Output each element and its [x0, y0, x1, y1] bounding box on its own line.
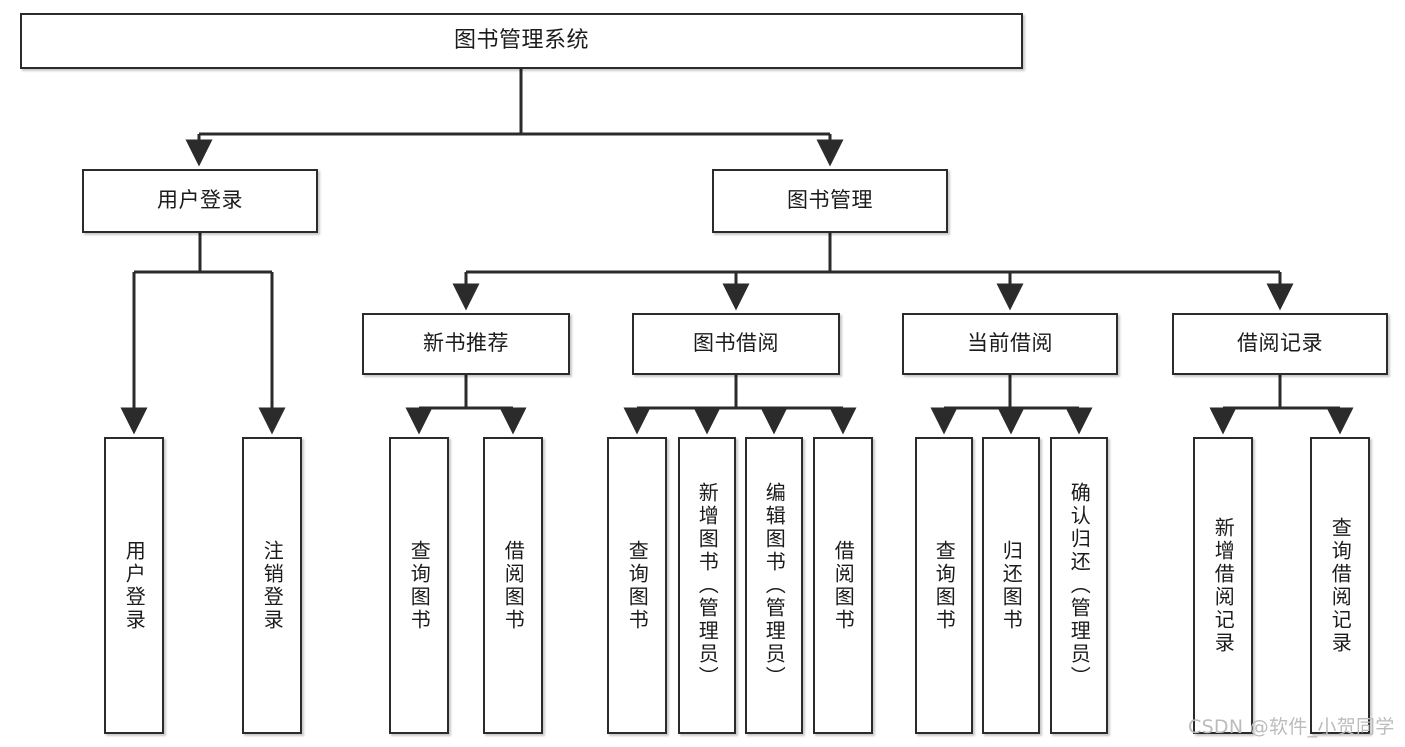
- leaf-logout[interactable]: 注销登录: [242, 437, 302, 734]
- node-root[interactable]: 图书管理系统: [20, 13, 1023, 69]
- leaf-query-book-bb-label: 查询图书: [625, 539, 650, 632]
- leaf-user-login[interactable]: 用户登录: [104, 437, 164, 734]
- node-new-book-recommend-label: 新书推荐: [423, 331, 509, 356]
- leaf-borrow-book-bb-label: 借阅图书: [831, 539, 856, 632]
- node-book-borrow[interactable]: 图书借阅: [632, 313, 840, 375]
- leaf-borrow-book-nbr-label: 借阅图书: [501, 539, 526, 632]
- leaf-query-book-nbr[interactable]: 查询图书: [389, 437, 449, 734]
- leaf-query-borrow-record[interactable]: 查询借阅记录: [1310, 437, 1370, 734]
- node-current-borrow-label: 当前借阅: [967, 331, 1053, 356]
- node-root-label: 图书管理系统: [453, 27, 589, 53]
- leaf-add-book-admin-label: 新增图书（管理员）: [695, 482, 720, 689]
- leaf-return-book-label: 归还图书: [999, 539, 1024, 632]
- node-borrow-record-label: 借阅记录: [1237, 331, 1323, 356]
- node-user-login-label: 用户登录: [157, 188, 243, 213]
- node-book-management[interactable]: 图书管理: [712, 169, 948, 233]
- leaf-add-borrow-record[interactable]: 新增借阅记录: [1193, 437, 1253, 734]
- leaf-confirm-return-admin[interactable]: 确认归还（管理员）: [1050, 437, 1108, 734]
- leaf-query-book-bb[interactable]: 查询图书: [607, 437, 667, 734]
- leaf-query-borrow-record-label: 查询借阅记录: [1328, 516, 1353, 655]
- leaf-borrow-book-bb[interactable]: 借阅图书: [813, 437, 873, 734]
- leaf-add-borrow-record-label: 新增借阅记录: [1211, 516, 1236, 655]
- leaf-confirm-return-admin-label: 确认归还（管理员）: [1067, 482, 1092, 689]
- leaf-query-book-cb[interactable]: 查询图书: [915, 437, 973, 734]
- node-borrow-record[interactable]: 借阅记录: [1172, 313, 1388, 375]
- node-book-borrow-label: 图书借阅: [693, 331, 779, 356]
- leaf-query-book-cb-label: 查询图书: [932, 539, 957, 632]
- node-new-book-recommend[interactable]: 新书推荐: [362, 313, 570, 375]
- node-user-login[interactable]: 用户登录: [82, 169, 318, 233]
- leaf-edit-book-admin-label: 编辑图书（管理员）: [762, 482, 787, 689]
- leaf-logout-label: 注销登录: [260, 539, 285, 632]
- leaf-user-login-label: 用户登录: [122, 539, 147, 632]
- leaf-return-book[interactable]: 归还图书: [982, 437, 1040, 734]
- csdn-watermark: CSDN @软件_小贺同学: [1188, 716, 1395, 738]
- leaf-borrow-book-nbr[interactable]: 借阅图书: [483, 437, 543, 734]
- node-current-borrow[interactable]: 当前借阅: [902, 313, 1118, 375]
- leaf-edit-book-admin[interactable]: 编辑图书（管理员）: [745, 437, 803, 734]
- node-book-management-label: 图书管理: [787, 188, 873, 213]
- leaf-add-book-admin[interactable]: 新增图书（管理员）: [678, 437, 736, 734]
- leaf-query-book-nbr-label: 查询图书: [407, 539, 432, 632]
